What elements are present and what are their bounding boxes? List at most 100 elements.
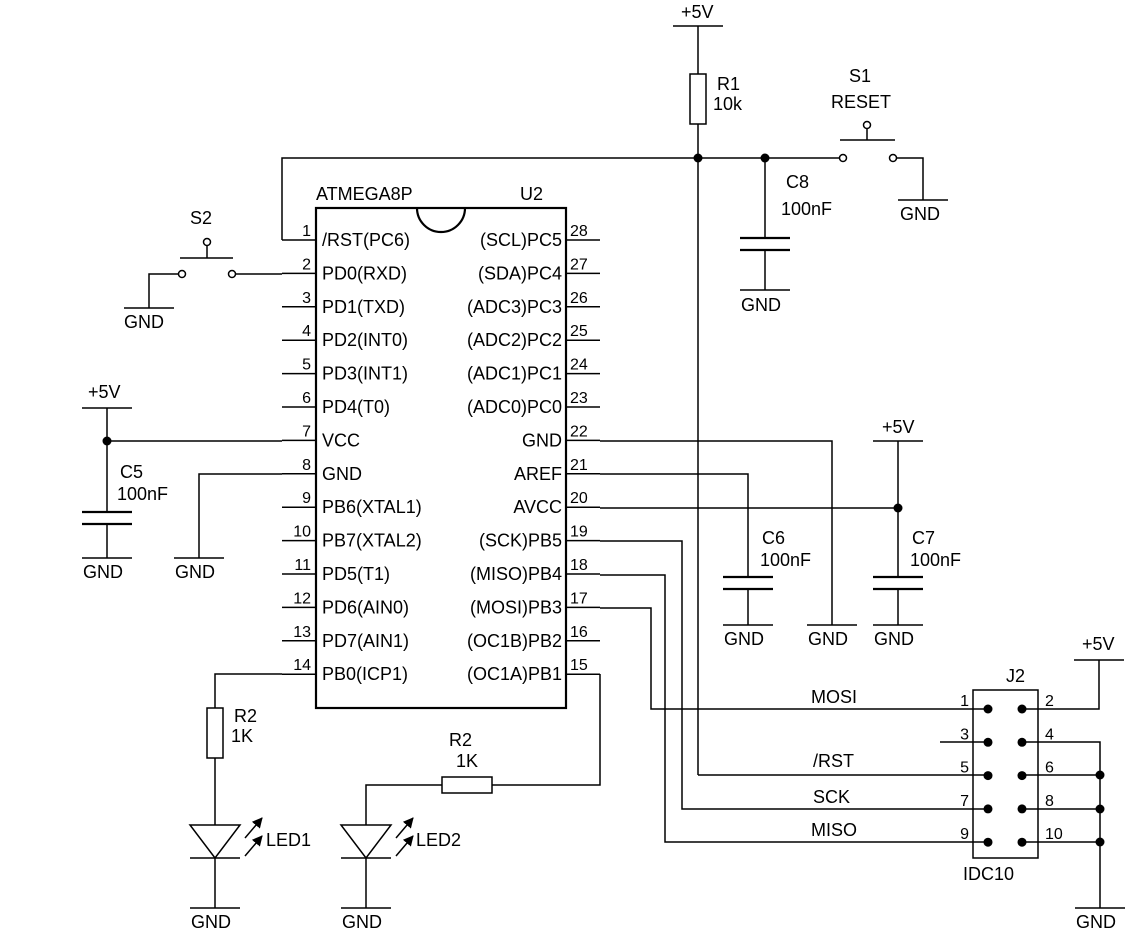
chip-pin-label: PB6(XTAL1) xyxy=(322,497,422,517)
chip-pin-label: PB0(ICP1) xyxy=(322,664,408,684)
j2-pin-number: 3 xyxy=(960,726,969,743)
gnd-label: GND xyxy=(175,562,215,582)
gnd-label: GND xyxy=(342,912,382,932)
chip-pin-number: 13 xyxy=(293,624,311,641)
j2-pin-number: 9 xyxy=(960,826,969,843)
c6-value: 100nF xyxy=(760,550,811,570)
chip-u2: ATMEGA8P U2 1/RST(PC6) 2 PD0(RXD) 3 PD1(TXD)… xyxy=(282,184,600,710)
chip-pin-label: VCC xyxy=(322,430,360,450)
j2-pin-number: 7 xyxy=(960,793,969,810)
isp-wiring: MOSI /RST SCK MISO xyxy=(600,540,988,843)
chip-pin-label: (OC1B)PB2 xyxy=(467,631,562,651)
chip-pin-number: 24 xyxy=(570,357,588,374)
j2-type: IDC10 xyxy=(963,864,1014,884)
capacitor-c8: C8 100nF GND xyxy=(740,158,832,315)
chip-pin-label: (SCL)PC5 xyxy=(480,230,562,250)
c7-ref: C7 xyxy=(912,528,935,548)
chip-notch xyxy=(415,207,467,234)
r2a-ref: R2 xyxy=(234,706,257,726)
j2-pin-number: 2 xyxy=(1045,693,1054,710)
chip-pin-number: 14 xyxy=(293,657,311,674)
j2-pin-number: 8 xyxy=(1045,793,1054,810)
chip-pin-label: PB7(XTAL2) xyxy=(322,531,422,551)
r2b-value: 1K xyxy=(456,751,478,771)
j2-pin-dot xyxy=(983,804,993,814)
capacitor-c7: +5V C7 100nF GND xyxy=(600,417,961,649)
chip-pin-number: 1 xyxy=(302,223,311,240)
switch-s1-reset[interactable]: S1 RESET GND xyxy=(831,66,948,224)
chip-pin-label: (MOSI)PB3 xyxy=(470,597,562,617)
chip-pin-number: 2 xyxy=(302,256,311,273)
c5-value: 100nF xyxy=(117,484,168,504)
led1: LED1 GND xyxy=(188,817,311,932)
j2-pin-number: 5 xyxy=(960,760,969,777)
s1-ref: S1 xyxy=(849,66,871,86)
gnd-label: GND xyxy=(1076,912,1116,932)
chip-pin-label: /RST(PC6) xyxy=(322,230,410,250)
chip-pin-number: 25 xyxy=(570,323,588,340)
s2-ref: S2 xyxy=(190,208,212,228)
signal-sck: SCK xyxy=(813,787,850,807)
c5-ref: C5 xyxy=(120,462,143,482)
chip-pin-label: PD5(T1) xyxy=(322,564,390,584)
chip-pin-label: (SCK)PB5 xyxy=(479,531,562,551)
chip-pin-label: (ADC1)PC1 xyxy=(467,364,562,384)
chip-body xyxy=(314,206,568,710)
signal-rst: /RST xyxy=(813,751,854,771)
r1-value: 10k xyxy=(713,94,743,114)
chip-pin-label: PD1(TXD) xyxy=(322,297,405,317)
chip-pin-number: 8 xyxy=(302,457,311,474)
chip-pin-label: AVCC xyxy=(513,497,562,517)
j2-pin-number: 10 xyxy=(1045,826,1063,843)
chip-pin-number: 17 xyxy=(570,590,588,607)
switch-s2[interactable]: S2 GND xyxy=(124,208,282,332)
chip-pin-number: 5 xyxy=(302,357,311,374)
resistor-r2-led1: R2 1K xyxy=(206,673,282,825)
chip-pin-number: 18 xyxy=(570,557,588,574)
vcc-label: +5V xyxy=(1082,634,1115,654)
chip-pin-number: 7 xyxy=(302,423,311,440)
chip-pin-label: (ADC3)PC3 xyxy=(467,297,562,317)
chip-pin-label: PD0(RXD) xyxy=(322,263,407,283)
chip-pin-label: PD3(INT1) xyxy=(322,364,408,384)
chip-pin-number: 3 xyxy=(302,290,311,307)
chip-pin-number: 16 xyxy=(570,624,588,641)
gnd-label: GND xyxy=(124,312,164,332)
chip-ref: U2 xyxy=(520,184,543,204)
chip-pin-label: GND xyxy=(322,464,362,484)
gnd-label: GND xyxy=(191,912,231,932)
vcc-label: +5V xyxy=(882,417,915,437)
signal-miso: MISO xyxy=(811,820,857,840)
chip-pin-label: GND xyxy=(522,430,562,450)
chip-pin-number: 20 xyxy=(570,490,588,507)
power-top-vcc: +5V xyxy=(673,2,723,74)
resistor-r1: R1 10k xyxy=(689,73,743,125)
chip-pin-number: 15 xyxy=(570,657,588,674)
chip-pin-number: 28 xyxy=(570,223,588,240)
j2-pin-dot xyxy=(983,737,993,747)
chip-pin-label: (SDA)PC4 xyxy=(478,263,562,283)
r2a-value: 1K xyxy=(231,726,253,746)
led2: LED2 GND xyxy=(339,817,461,932)
chip-name: ATMEGA8P xyxy=(316,184,413,204)
chip-pin-number: 11 xyxy=(294,557,311,574)
chip-pin-number: 27 xyxy=(570,256,588,273)
chip-pin-number: 19 xyxy=(570,524,588,541)
r2b-ref: R2 xyxy=(449,730,472,750)
vcc-label: +5V xyxy=(681,2,714,22)
c8-value: 100nF xyxy=(781,199,832,219)
gnd-pin8: GND xyxy=(174,473,282,582)
j2-pin-number: 4 xyxy=(1045,726,1054,743)
chip-pin-number: 12 xyxy=(293,590,311,607)
r1-ref: R1 xyxy=(717,74,740,94)
chip-pin-number: 21 xyxy=(570,457,588,474)
j2-pin-number: 6 xyxy=(1045,760,1054,777)
led1-ref: LED1 xyxy=(266,830,311,850)
gnd-label: GND xyxy=(83,562,123,582)
capacitor-c6: C6 100nF GND xyxy=(600,473,811,649)
chip-pin-label: (OC1A)PB1 xyxy=(467,664,562,684)
chip-pin-label: (ADC2)PC2 xyxy=(467,330,562,350)
j2-pin-dot xyxy=(983,704,993,714)
chip-pin-label: PD6(AIN0) xyxy=(322,597,409,617)
